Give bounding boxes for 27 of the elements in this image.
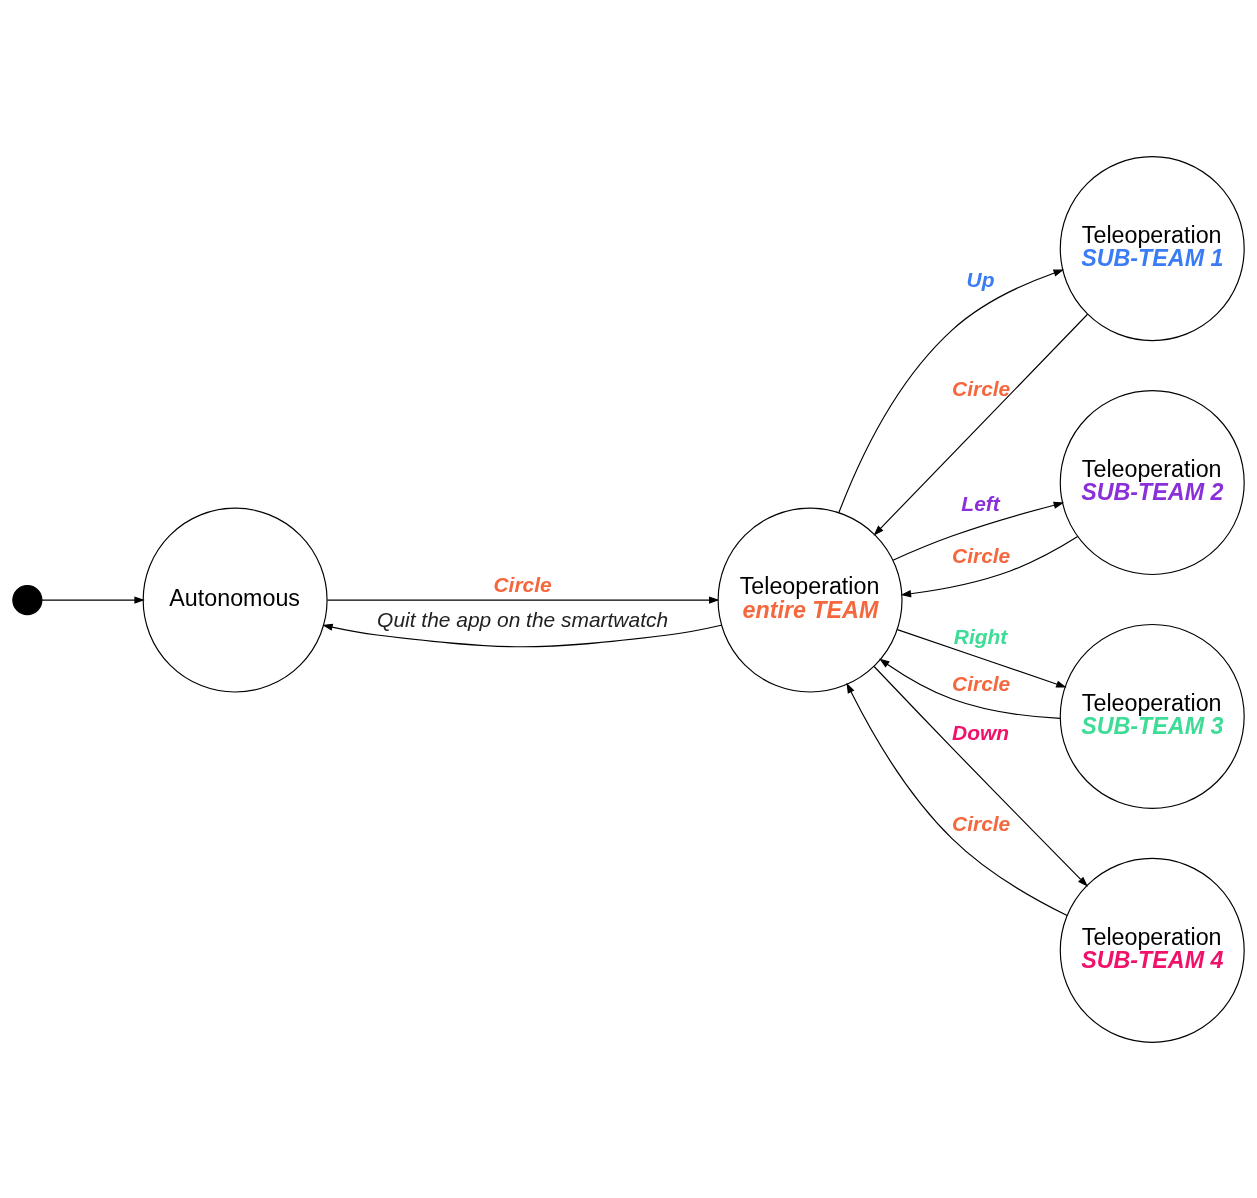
node-circle <box>12 584 43 615</box>
node-circle: Teleoperation SUB-TEAM 3 <box>1059 623 1245 809</box>
arrow <box>896 628 1067 688</box>
arrow <box>322 623 722 647</box>
edge-label: Down <box>952 720 1010 744</box>
edge-label: Circle <box>952 671 1011 695</box>
node-circle: Teleoperation SUB-TEAM 1 <box>1059 155 1245 341</box>
arrow <box>838 269 1064 513</box>
arrow <box>900 535 1079 597</box>
arrow <box>873 665 1088 887</box>
node-circle: Teleoperation SUB-TEAM 4 <box>1059 857 1245 1043</box>
arrow <box>879 658 1061 719</box>
edge-label: Circle <box>952 376 1011 400</box>
node-circle: Teleoperation SUB-TEAM 2 <box>1059 389 1245 575</box>
edge-label: Circle <box>952 543 1011 567</box>
edge-label: Circle <box>493 572 552 596</box>
arrow <box>41 595 145 604</box>
arrow <box>326 595 720 604</box>
edge-label: Left <box>961 491 1000 515</box>
edge-label: Up <box>966 267 995 291</box>
arrow <box>892 501 1065 561</box>
arrow <box>873 313 1089 536</box>
edge-label: Circle <box>952 811 1011 835</box>
edge-label: Right <box>953 624 1008 648</box>
edge-label: Quit the app on the smartwatch <box>377 607 669 631</box>
arrow <box>846 682 1068 916</box>
node-circle: Autonomous <box>142 507 328 693</box>
